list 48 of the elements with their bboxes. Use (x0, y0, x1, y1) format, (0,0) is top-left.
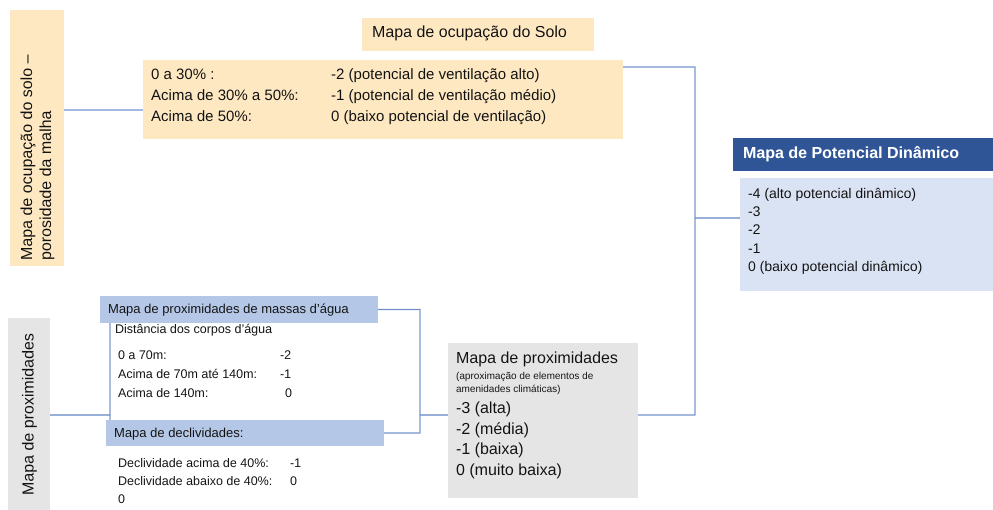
table-text: -1 (280, 367, 292, 381)
connector-line (64, 109, 143, 111)
label-panel (8, 318, 50, 510)
list-item: -4 (alto potencial dinâmico) (748, 184, 918, 202)
value-panel (448, 343, 638, 498)
header-bar (100, 296, 378, 323)
table-text: Distância dos corpos d’água (115, 322, 272, 336)
header-bar (733, 138, 993, 171)
heading: Mapa de proximidades de massas d’água (107, 300, 350, 318)
table-text: Declividade acima de 40%: (118, 456, 269, 470)
table-text: 0 (118, 492, 125, 506)
label-panel (10, 10, 64, 266)
table-text: -2 (potencial de ventilação alto) (331, 66, 540, 85)
table-text: 0 (285, 386, 292, 400)
table-text: 0 a 30% : (151, 66, 216, 85)
table-text: Acima de 30% a 50%: (151, 86, 300, 106)
table-text: Acima de 70m até 140m: (118, 367, 257, 381)
list-item: 0 (muito baixa) (456, 461, 563, 482)
list-item: -2 (748, 220, 762, 239)
list-item: -1 (baixa) (456, 440, 525, 460)
connector-line (638, 217, 740, 416)
table-text: -2 (280, 348, 292, 362)
list-item: -2 (média) (456, 420, 530, 440)
value-panel (143, 60, 623, 139)
table-text: -1 (potencial de ventilação médio) (331, 86, 558, 106)
vertical-label: Mapa de proximidades (19, 332, 38, 497)
list-item: -1 (748, 238, 762, 257)
table-text: -1 (290, 456, 302, 470)
connector-line (50, 414, 111, 420)
table-text: 0 (baixo potencial de ventilação) (331, 108, 548, 126)
table-text: Acima de 140m: (118, 386, 208, 400)
list-item: -3 (alta) (456, 398, 512, 419)
heading: Mapa de declividades: (113, 424, 244, 442)
table-text: Declividade abaixo de 40%: (118, 474, 272, 488)
list-item: 0 (baixo potencial dinâmico) (748, 256, 924, 275)
value-panel (740, 178, 993, 291)
list-item: -3 (748, 202, 762, 220)
subtitle: (aproximação de elementos de amenidades climáticas) (456, 370, 594, 397)
heading: Mapa de Potencial Dinâmico (742, 144, 960, 164)
title-box (362, 18, 594, 51)
heading: Mapa de ocupação do Solo (371, 23, 568, 43)
header-bar (106, 420, 384, 446)
connector-line (384, 414, 448, 434)
heading: Mapa de proximidades (456, 349, 619, 369)
table-text: 0 a 70m: (118, 348, 167, 362)
table-text: 0 (290, 474, 297, 488)
vertical-label: Mapa de ocupação do solo – porosidade da malha (18, 54, 56, 262)
table-text: Acima de 50%: (151, 108, 253, 126)
